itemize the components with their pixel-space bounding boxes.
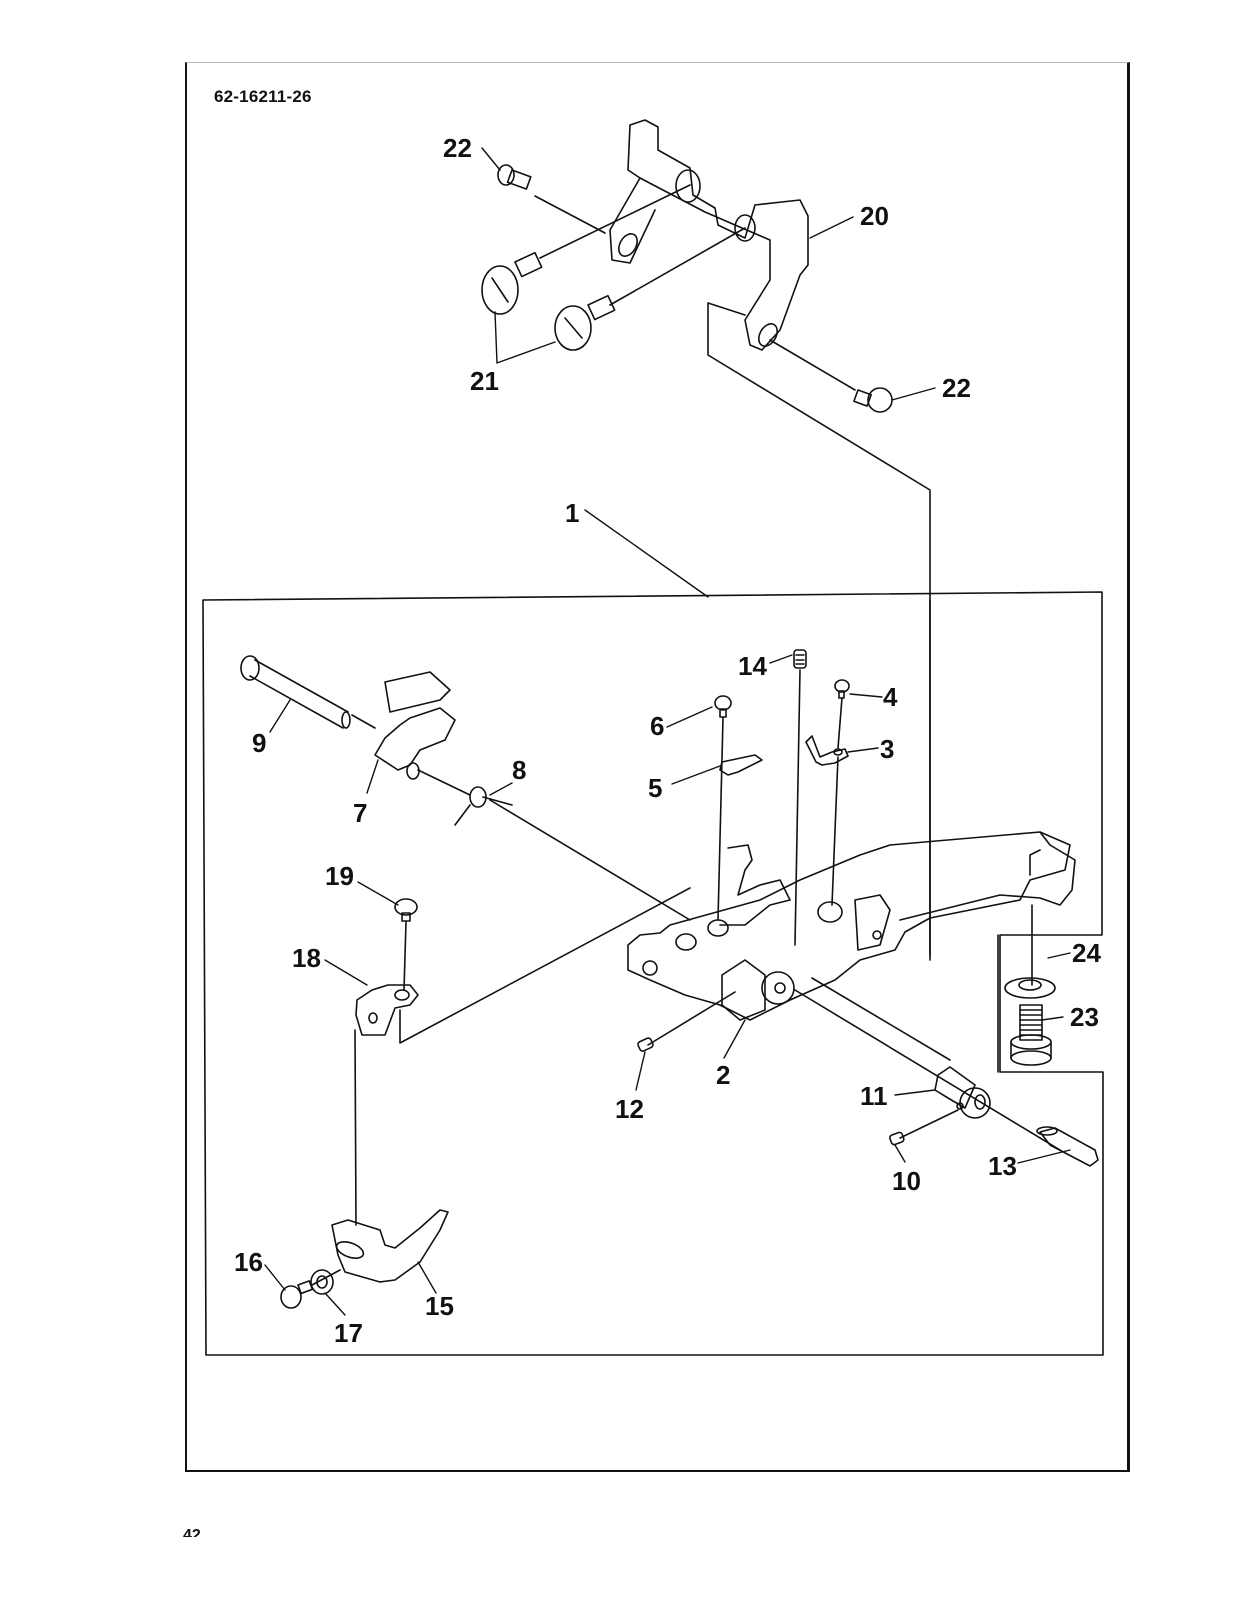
- screw-part-23: [1010, 1004, 1052, 1066]
- set-screw-part-12: [637, 1037, 654, 1052]
- callout-22: 22: [942, 373, 971, 403]
- page-number: 42: [183, 1527, 201, 1537]
- pin-part-9: [240, 655, 351, 729]
- callout-12: 12: [615, 1094, 644, 1124]
- leader-line: [831, 697, 843, 906]
- callout-6: 6: [650, 711, 665, 741]
- callout-8: 8: [512, 755, 527, 785]
- leader-line: [794, 989, 1061, 1151]
- callout-20: 20: [860, 201, 889, 231]
- leader-line: [399, 887, 691, 1044]
- callout-24: 24: [1072, 938, 1101, 968]
- callout-15: 15: [425, 1291, 454, 1321]
- screw-part-16: [280, 1280, 314, 1309]
- bracket-part-18: [355, 984, 419, 1036]
- key-part-13: [1036, 1126, 1099, 1167]
- collar-part-11: [934, 1066, 991, 1119]
- callout-2: 2: [716, 1060, 731, 1090]
- callout-17: 17: [334, 1318, 363, 1348]
- washer-part-24: [1004, 977, 1056, 999]
- plate-part-5: [719, 754, 763, 776]
- callout-21: 21: [470, 366, 499, 396]
- leader-line: [534, 195, 606, 234]
- callout-13: 13: [988, 1151, 1017, 1181]
- screw-part-4: [834, 679, 850, 699]
- set-screw-part-10: [889, 1131, 905, 1146]
- leader-line: [769, 339, 856, 391]
- callout-19: 19: [325, 861, 354, 891]
- spring-part-3: [805, 735, 849, 766]
- leader-line: [899, 1109, 959, 1139]
- callout-4: 4: [883, 682, 898, 712]
- document-code: 62-16211-26: [214, 87, 312, 106]
- callout-22: 22: [443, 133, 472, 163]
- leader-line: [351, 714, 691, 921]
- feed-base-part-2: [627, 831, 1076, 1021]
- callout-16: 16: [234, 1247, 263, 1277]
- washer-part-17: [310, 1269, 334, 1295]
- screw-part-21: [481, 251, 616, 351]
- callout-18: 18: [292, 943, 321, 973]
- leader-line: [539, 184, 691, 259]
- screw-part-22: [497, 164, 893, 413]
- callout-14: 14: [738, 651, 767, 681]
- assembly-outline: [202, 591, 1104, 1356]
- diagram-frame: [185, 62, 1130, 1472]
- leader-line: [609, 227, 746, 306]
- bracket-part-20: [609, 119, 809, 351]
- callout-1: 1: [565, 498, 580, 528]
- callout-7: 7: [353, 798, 368, 828]
- callout-9: 9: [252, 728, 267, 758]
- callout-10: 10: [892, 1166, 921, 1196]
- callout-11: 11: [860, 1081, 888, 1111]
- leader-line: [811, 977, 951, 1061]
- guide-part-15: [331, 1209, 449, 1283]
- leader-line: [794, 669, 801, 946]
- callout-5: 5: [648, 773, 663, 803]
- leader-line: [647, 991, 736, 1046]
- leader-line: [707, 302, 931, 956]
- set-screw-part-14: [793, 649, 807, 669]
- leader-line: [354, 1029, 357, 1226]
- callout-23: 23: [1070, 1002, 1099, 1032]
- leader-line: [311, 1269, 341, 1286]
- screw-part-6: [714, 695, 732, 718]
- callout-leaders: [264, 147, 1071, 1316]
- spring-part-8: [454, 786, 513, 826]
- leader-line: [717, 717, 724, 921]
- screw-part-19: [394, 898, 418, 922]
- leader-line: [403, 921, 407, 991]
- lever-part-7: [374, 671, 456, 780]
- callout-3: 3: [880, 734, 895, 764]
